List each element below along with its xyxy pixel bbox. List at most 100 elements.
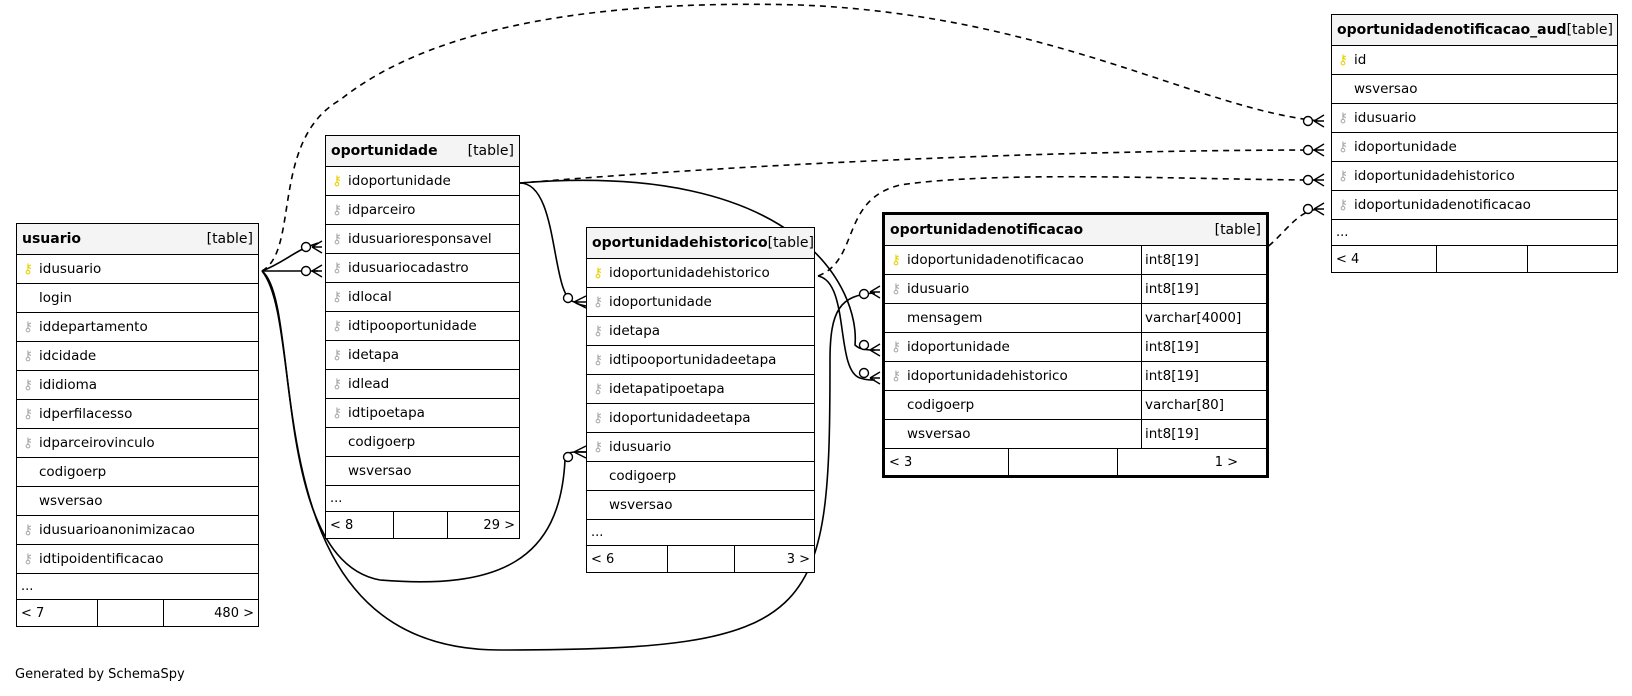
column-row[interactable]: codigoerp	[587, 462, 814, 491]
column-row[interactable]: ⚷idlocal	[326, 283, 519, 312]
column-row[interactable]: ⚷idoportunidadehistorico	[587, 259, 814, 288]
column-type: int8[19]	[1141, 246, 1266, 274]
children-count[interactable]: 1 >	[1117, 449, 1242, 475]
column-row[interactable]: ⚷idperfilacesso	[17, 400, 258, 429]
column-row[interactable]: wsversao	[326, 457, 519, 486]
column-row[interactable]: ⚷ idusuario	[587, 433, 814, 462]
crows-foot-marker	[311, 240, 323, 254]
column-name: idusuarioanonimizacao	[39, 522, 195, 538]
table-oportunidadenotificacao[interactable]: oportunidadenotificacao [table] ⚷idoport…	[882, 212, 1269, 478]
column-name: idusuario	[907, 281, 970, 297]
foreign-key-icon: ⚷	[891, 339, 901, 355]
column-row[interactable]: ⚷idoportunidade	[587, 288, 814, 317]
parents-count[interactable]: < 3	[889, 454, 913, 470]
table-kind: [table]	[1566, 22, 1613, 38]
parents-count[interactable]: < 7	[21, 605, 45, 621]
optional-marker	[1302, 115, 1314, 127]
children-count[interactable]	[1527, 246, 1617, 272]
column-row[interactable]: ⚷idlead	[326, 370, 519, 399]
column-name: idoportunidade	[1354, 139, 1457, 155]
column-row[interactable]: wsversao	[17, 487, 258, 516]
table-kind: [table]	[206, 231, 253, 247]
more-columns: ...	[17, 574, 258, 600]
column-row[interactable]: ⚷idetapa	[587, 317, 814, 346]
column-row[interactable]: ⚷iddepartamento	[17, 313, 258, 342]
table-kind: [table]	[767, 235, 814, 251]
column-row[interactable]: ⚷ididioma	[17, 371, 258, 400]
column-row[interactable]: ⚷idtipoetapa	[326, 399, 519, 428]
column-row[interactable]: ⚷idcidade	[17, 342, 258, 371]
column-row[interactable]: ⚷idetapa	[326, 341, 519, 370]
column-row[interactable]: ⚷idoportunidade	[326, 167, 519, 196]
children-count[interactable]: 29 >	[447, 512, 519, 538]
column-name: idusuariocadastro	[348, 260, 469, 276]
column-row[interactable]: ⚷idetapatipoetapa	[587, 375, 814, 404]
children-count[interactable]: 3 >	[734, 546, 814, 572]
column-row[interactable]: wsversao	[587, 491, 814, 520]
foreign-key-icon: ⚷	[593, 439, 603, 455]
column-row[interactable]: ⚷idtipooportunidade	[326, 312, 519, 341]
crows-foot-marker	[1313, 143, 1325, 157]
optional-marker	[858, 367, 870, 379]
foreign-key-icon: ⚷	[23, 348, 33, 364]
column-row[interactable]: ⚷idoportunidadehistorico	[1332, 162, 1617, 191]
column-name: idetapatipoetapa	[609, 381, 725, 397]
column-row[interactable]: login	[17, 284, 258, 313]
column-name: idoportunidadehistorico	[1354, 168, 1515, 184]
column-type: int8[19]	[1141, 362, 1266, 390]
columns-count	[1436, 246, 1527, 272]
foreign-key-icon: ⚷	[593, 323, 603, 339]
column-row[interactable]: ⚷idusuario	[1332, 104, 1617, 133]
crows-foot-marker	[869, 371, 881, 385]
column-row[interactable]: ⚷ idoportunidade	[1332, 133, 1617, 162]
children-count[interactable]: 480 >	[163, 600, 258, 626]
column-row[interactable]: ⚷idusuarioresponsavel	[326, 225, 519, 254]
column-row[interactable]: ⚷idoportunidadeetapa	[587, 404, 814, 433]
table-oportunidadehistorico[interactable]: oportunidadehistorico [table] ⚷idoportun…	[586, 227, 815, 573]
foreign-key-icon: ⚷	[1338, 139, 1348, 155]
foreign-key-icon: ⚷	[332, 318, 342, 334]
column-row[interactable]: ⚷idusuario	[17, 255, 258, 284]
edge-oportunidade-aud	[519, 149, 1321, 184]
column-name: idtipoetapa	[348, 405, 425, 421]
primary-key-icon: ⚷	[23, 261, 33, 277]
column-row[interactable]: wsversao	[1332, 75, 1617, 104]
parents-count[interactable]: < 4	[1336, 251, 1360, 267]
parents-count[interactable]: < 6	[591, 551, 615, 567]
column-name: idusuario	[609, 439, 672, 455]
column-row[interactable]: ⚷id	[1332, 46, 1617, 75]
column-row[interactable]: codigoerp	[17, 458, 258, 487]
column-row[interactable]: ⚷idusuarioanonimizacao	[17, 516, 258, 545]
table-name: oportunidadenotificacao_aud	[1337, 22, 1567, 38]
optional-marker	[1302, 203, 1314, 215]
column-row[interactable]: ⚷idtipooportunidadeetapa	[587, 346, 814, 375]
generated-by-note: Generated by SchemaSpy	[15, 667, 185, 682]
column-row[interactable]: ⚷idtipoidentificacao	[17, 545, 258, 574]
parents-count[interactable]: < 8	[330, 517, 354, 533]
column-name: ididioma	[39, 377, 98, 393]
column-name: idusuario	[1354, 110, 1417, 126]
column-type: varchar[4000]	[1141, 304, 1266, 332]
column-row[interactable]: ⚷idoportunidadenotificacao	[1332, 191, 1617, 220]
column-name: codigoerp	[907, 397, 975, 413]
column-row[interactable]: ⚷idparceiro	[326, 196, 519, 225]
column-row[interactable]: codigoerp	[326, 428, 519, 457]
column-row[interactable]: ⚷idusuariocadastro	[326, 254, 519, 283]
crows-foot-marker	[869, 343, 881, 357]
primary-key-icon: ⚷	[332, 173, 342, 189]
column-type: int8[19]	[1141, 333, 1266, 361]
table-oportunidade[interactable]: oportunidade [table] ⚷idoportunidade⚷idp…	[325, 135, 520, 539]
edge-oportunidade-historico	[519, 182, 587, 307]
column-row[interactable]: ⚷idparceirovinculo	[17, 429, 258, 458]
table-header: oportunidade [table]	[326, 136, 519, 167]
foreign-key-icon: ⚷	[593, 352, 603, 368]
